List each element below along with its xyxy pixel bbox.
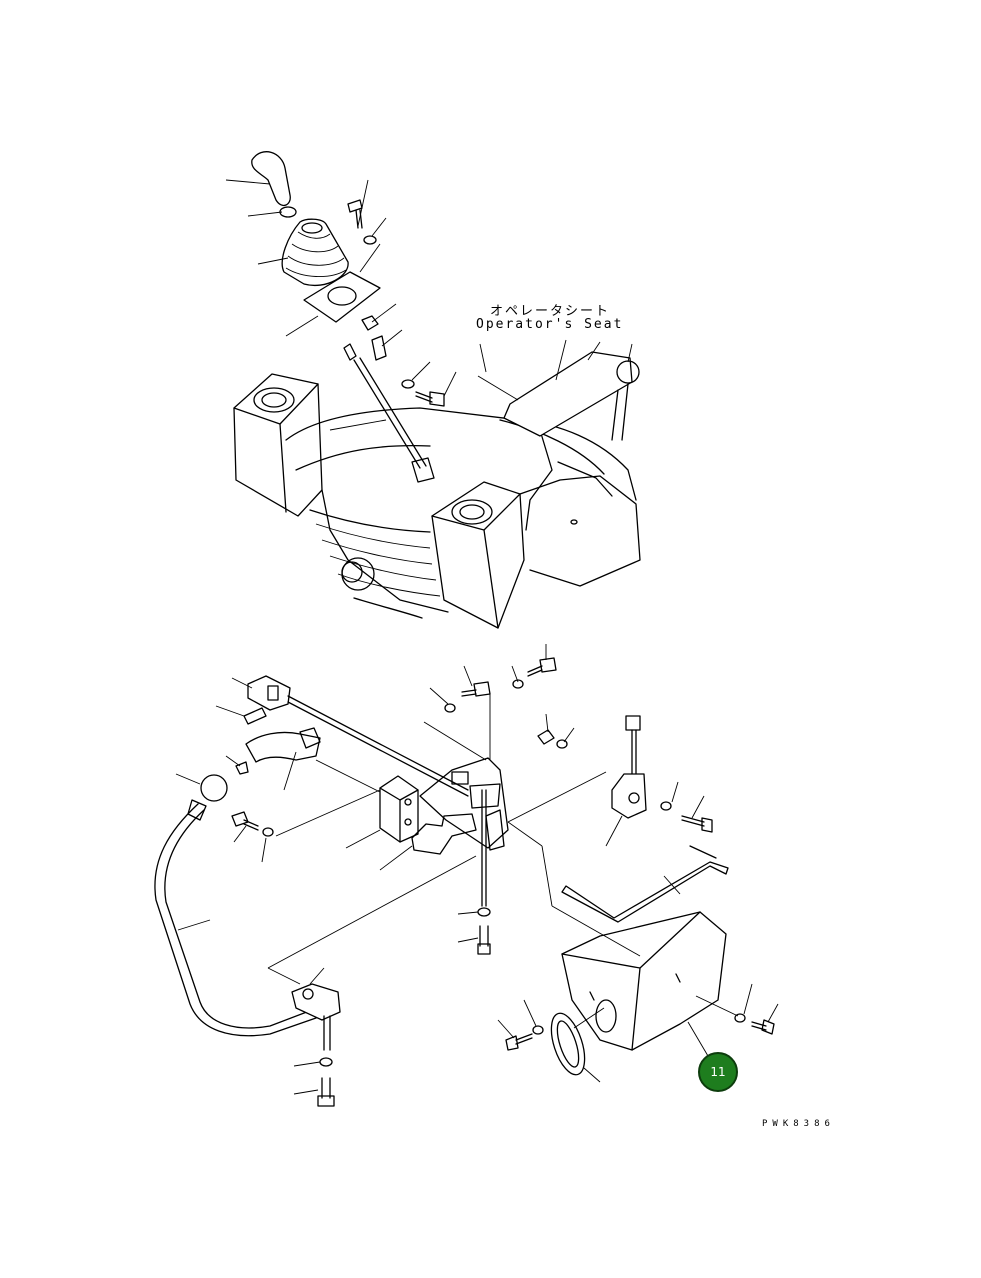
linkage-bolt [215, 705, 267, 725]
boot-plate [285, 271, 381, 337]
rod-bracket [371, 329, 403, 361]
block-bolt [231, 811, 259, 843]
linkage-bracket [231, 675, 291, 711]
plate-bolt [347, 179, 369, 229]
top-bolt-right [511, 644, 557, 689]
callout-marker-11[interactable]: 11 [698, 1052, 738, 1092]
nut-pair [537, 713, 575, 749]
angle-bracket [379, 813, 477, 871]
clamp-washer-bolt [293, 1057, 335, 1107]
lever-collar [247, 206, 297, 218]
drawing-number: PWK8386 [762, 1119, 835, 1129]
bottom-washer-bolt [457, 907, 491, 955]
mount-block [345, 775, 419, 849]
switch-assembly [605, 715, 713, 847]
seat-label-english: Operator's Seat [476, 317, 624, 332]
operator-seat [233, 339, 641, 629]
lower-clamp [291, 967, 341, 1051]
guard-rail [561, 845, 729, 923]
lower-lever-rod [154, 799, 317, 1037]
mounting-plate [419, 721, 509, 907]
cover-bolt-right [695, 983, 779, 1035]
plate-washer [363, 217, 387, 245]
cover-grommet [550, 1007, 605, 1083]
rod-bolt [415, 371, 457, 407]
lever-nut [361, 303, 397, 331]
switch-cover [507, 821, 727, 1057]
control-lever-knob [225, 151, 291, 207]
control-rod [329, 343, 435, 483]
grip-ball [175, 773, 228, 802]
block-washer [261, 827, 274, 863]
rod-washer [401, 361, 431, 389]
pivot-lever [225, 727, 321, 791]
cover-bolt-left [497, 999, 544, 1051]
top-bolt-left [429, 665, 491, 713]
lever-boot [257, 218, 349, 286]
seat-label-japanese: オペレータシート [490, 304, 611, 319]
